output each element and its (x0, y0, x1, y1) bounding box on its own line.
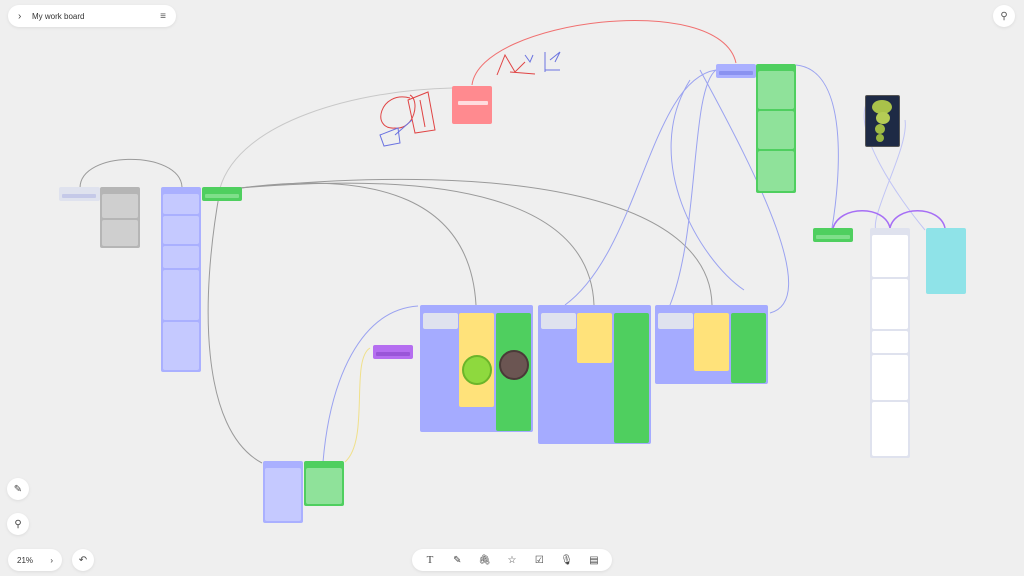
location-pin-icon: ⚲ (1000, 10, 1008, 22)
board-node[interactable] (756, 64, 796, 193)
zoom-next-icon[interactable]: › (50, 555, 53, 565)
board-node[interactable] (452, 86, 492, 124)
board-node[interactable] (59, 187, 100, 201)
menu-icon[interactable]: ≡ (160, 10, 166, 22)
board-node[interactable] (926, 228, 966, 294)
text-tool-icon[interactable]: T (426, 554, 434, 566)
board-node[interactable] (813, 228, 853, 242)
location-pin-button[interactable]: ⚲ (993, 5, 1015, 27)
board-title[interactable]: My work board (32, 11, 85, 21)
attach-icon[interactable]: 🖇 (478, 554, 491, 566)
board-node[interactable] (202, 187, 242, 201)
board-node[interactable] (304, 461, 344, 506)
pen-icon: ✎ (13, 483, 23, 495)
board-node[interactable] (716, 64, 756, 78)
expand-sidebar-button[interactable]: › (18, 10, 22, 22)
highlighter-tool-button[interactable]: ⚲ (7, 513, 29, 535)
document-icon[interactable]: ▤ (589, 554, 599, 566)
microphone-icon[interactable]: 🎙 (560, 554, 573, 566)
board-node[interactable] (263, 461, 303, 523)
map-image[interactable] (865, 95, 900, 147)
checklist-icon[interactable]: ☑ (534, 554, 544, 566)
kanban-frame[interactable] (655, 305, 768, 384)
undo-button[interactable]: ↶ (72, 549, 94, 571)
board-node[interactable] (100, 187, 140, 248)
board-node[interactable] (870, 228, 910, 458)
board-header: › My work board ≡ (8, 5, 176, 27)
board-node[interactable] (373, 345, 413, 359)
zoom-control[interactable]: 21% › (8, 549, 62, 571)
bottom-toolbar: T ✎ 🖇 ☆ ☑ 🎙 ▤ (412, 549, 612, 571)
pen-tool-button[interactable]: ✎ (7, 478, 29, 500)
kanban-frame[interactable] (420, 305, 533, 432)
board-node[interactable] (161, 187, 201, 372)
draw-tool-icon[interactable]: ✎ (453, 554, 462, 566)
kanban-frame[interactable] (538, 305, 651, 444)
highlighter-icon: ⚲ (14, 518, 22, 530)
sticker-icon[interactable]: ☆ (507, 554, 517, 566)
undo-icon: ↶ (78, 554, 88, 566)
zoom-level: 21% (17, 555, 34, 565)
